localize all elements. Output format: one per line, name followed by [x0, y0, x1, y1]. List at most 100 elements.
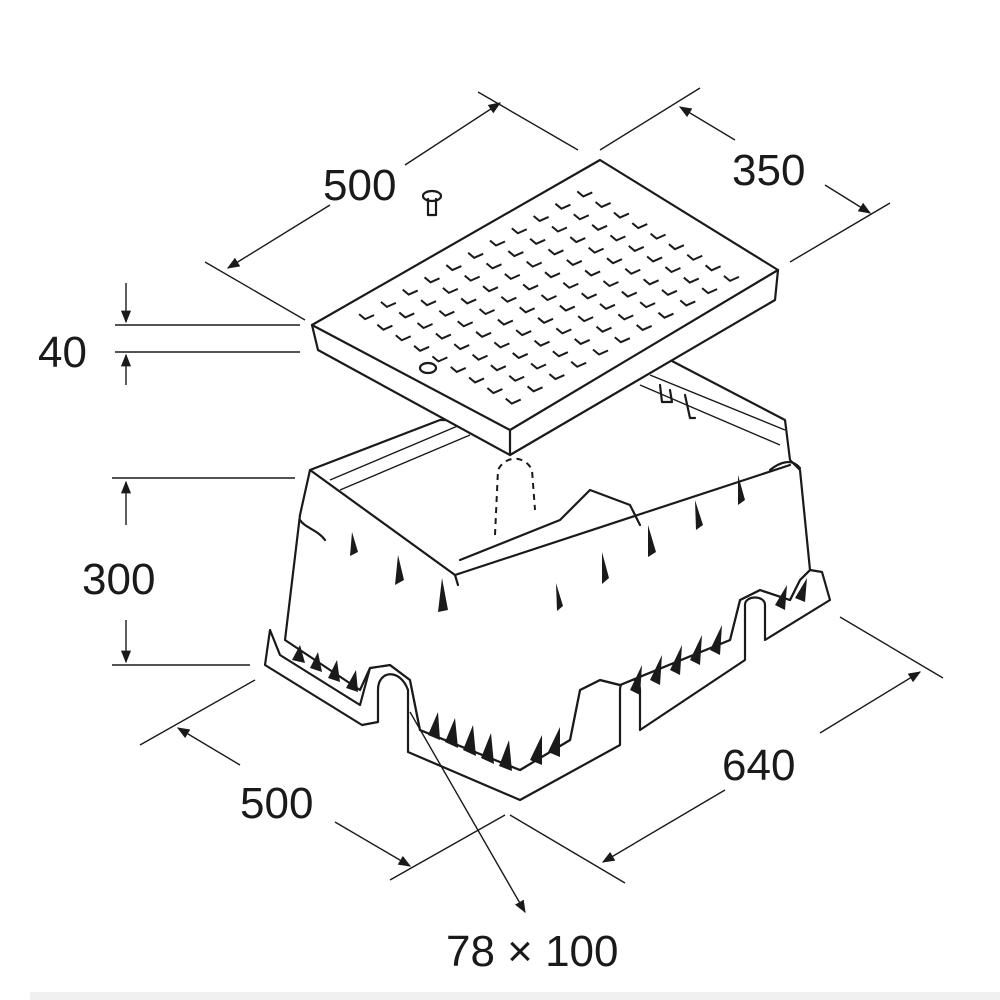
lid-chevron-mark	[512, 352, 529, 360]
lid-chevron-mark	[595, 325, 612, 333]
lid-chevron-mark	[376, 323, 393, 331]
lid-chevron-mark	[395, 334, 412, 342]
lid-chevron-mark	[584, 269, 601, 277]
lid-chevron-mark	[402, 288, 419, 296]
lid-chevron-mark	[380, 301, 397, 309]
lid-chevron-mark	[423, 276, 440, 284]
lid-chevron-mark	[420, 299, 437, 307]
lid-chevron-mark	[468, 376, 485, 384]
dim-lid-length	[204, 91, 579, 321]
box-body	[283, 358, 812, 772]
lid-chevron-mark	[664, 266, 681, 274]
lid-chevron-mark	[493, 341, 510, 349]
label-base-length: 640	[722, 741, 795, 790]
lid-chevron-mark	[515, 329, 532, 337]
lid-chevron-mark	[547, 248, 564, 256]
lid-chevron-mark	[562, 281, 579, 289]
dim-box-height	[112, 477, 295, 666]
lid-chevron-mark	[522, 283, 539, 291]
lid-chevron-mark	[559, 304, 576, 312]
lid-chevron-mark	[413, 345, 430, 352]
lid-chevron-mark	[602, 280, 619, 288]
bottom-divider	[30, 992, 1000, 1000]
lid-chevron-mark	[574, 338, 591, 346]
lid-chevron-mark	[431, 355, 448, 363]
label-base-width: 500	[240, 779, 313, 828]
lid-chevron-mark	[581, 292, 598, 300]
lid-chevron-mark	[554, 202, 571, 210]
lid-chevron-mark	[661, 289, 678, 297]
dim-lid-width	[599, 87, 891, 263]
lid-chevron-mark	[624, 267, 641, 275]
lid-chevron-mark	[642, 278, 660, 286]
lid-chevron-mark	[526, 385, 543, 393]
lid	[310, 158, 780, 457]
lid-chevron-mark	[683, 276, 700, 284]
lid-chevron-mark	[639, 301, 656, 309]
lid-chevron-mark	[460, 297, 477, 305]
lid-chevron-mark	[576, 190, 593, 198]
lid-chevron-mark	[587, 246, 605, 254]
lid-chevron-mark	[471, 353, 488, 361]
lid-chevron-mark	[573, 213, 590, 221]
lid-chevron-mark	[532, 215, 550, 223]
lid-chevron-mark	[500, 295, 517, 303]
lid-chevron-mark	[508, 374, 525, 382]
lid-chevron-mark	[577, 315, 594, 323]
lid-chevron-mark	[704, 264, 721, 272]
lid-chevron-mark	[511, 227, 528, 235]
wall-slots	[350, 475, 745, 612]
lid-chevron-mark	[617, 313, 634, 321]
lid-chevron-mark	[552, 350, 569, 358]
lid-chevron-mark	[555, 327, 572, 335]
lid-chevron-mark	[482, 285, 499, 293]
lid-chevron-mark	[646, 255, 663, 263]
lid-chevron-mark	[438, 309, 455, 317]
lid-chevron-mark	[570, 360, 587, 368]
lid-chevron-mark	[358, 313, 375, 321]
lid-chevron-mark	[609, 234, 626, 242]
lid-chevron-mark	[591, 224, 608, 231]
dim-lid-thickness	[115, 283, 300, 385]
lid-chevron-mark	[551, 225, 568, 233]
label-lid-length: 500	[323, 161, 396, 210]
lid-chevron-mark	[505, 397, 522, 405]
label-box-height: 300	[82, 555, 155, 604]
lid-chevron-mark	[526, 260, 543, 268]
lid-chevron-mark	[594, 201, 611, 209]
lid-chevron-mark	[457, 320, 474, 328]
lid-texture	[358, 190, 740, 405]
base-teeth	[292, 578, 807, 771]
lid-chevron-mark	[533, 339, 550, 347]
lid-chevron-mark	[450, 366, 467, 374]
lid-chevron-mark	[486, 387, 503, 395]
lid-chevron-mark	[435, 332, 452, 340]
lid-chevron-mark	[723, 275, 740, 283]
lid-chevron-mark	[569, 236, 586, 244]
label-lid-thickness: 40	[38, 328, 87, 377]
dim-base-width	[139, 679, 506, 881]
lid-chevron-mark	[442, 287, 459, 295]
lid-chevron-mark	[649, 232, 666, 240]
lid-chevron-mark	[485, 262, 502, 270]
lid-chevron-mark	[453, 343, 470, 351]
lid-chevron-mark	[489, 239, 506, 247]
bolt	[421, 189, 443, 217]
lid-chevron-mark	[679, 299, 696, 307]
lid-chevron-mark	[497, 318, 514, 326]
lid-chevron-mark	[478, 308, 495, 316]
lid-chevron-mark	[686, 253, 703, 261]
lid-chevron-mark	[566, 259, 583, 267]
lid-chevron-mark	[613, 211, 630, 219]
lid-chevron-mark	[606, 257, 623, 265]
lid-chevron-mark	[544, 271, 561, 279]
lid-chevron-mark	[614, 336, 631, 344]
lid-chevron-mark	[504, 273, 521, 281]
dim-base-length	[509, 616, 944, 884]
lid-chevron-mark	[537, 317, 554, 324]
lid-chevron-mark	[599, 303, 616, 311]
label-lid-width: 350	[732, 146, 805, 195]
lid-chevron-mark	[628, 245, 645, 253]
label-knockout-size: 78 × 100	[446, 927, 619, 976]
